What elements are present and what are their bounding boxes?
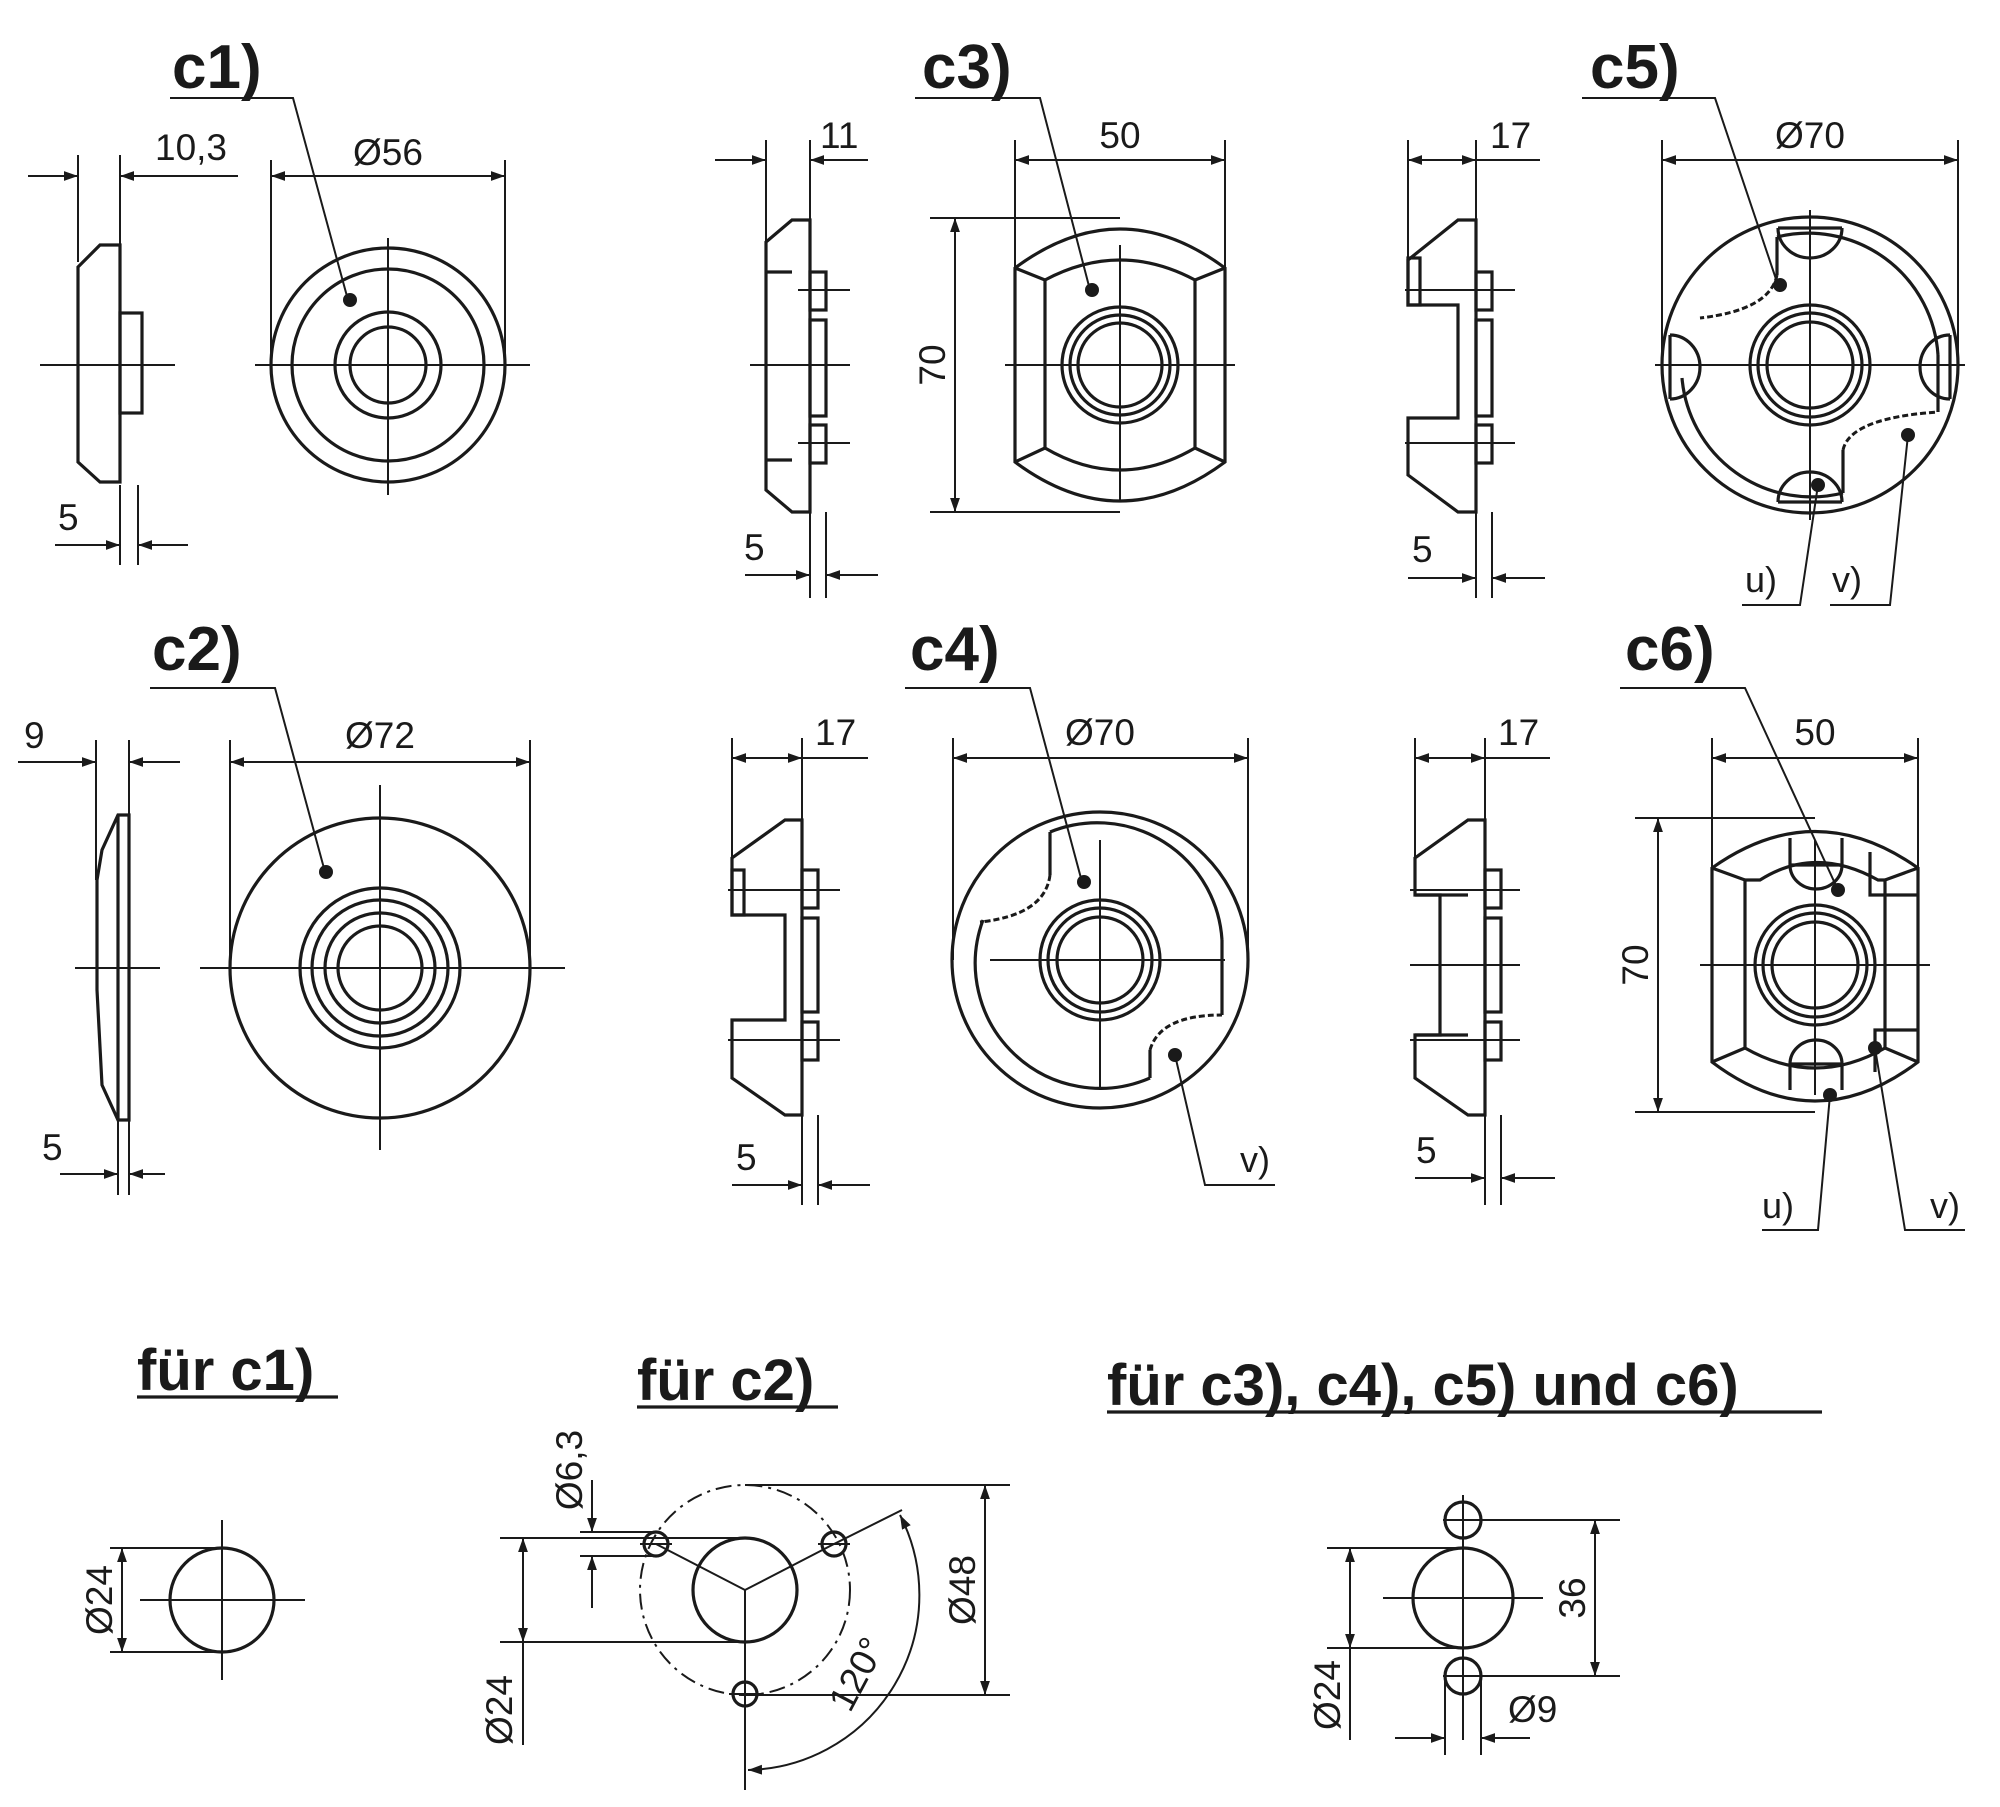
hole-pattern-c3456: für c3), c4), c5) und c6) Ø24 36 Ø9 <box>1107 1353 1822 1755</box>
part-c2: c2) 9 5 Ø72 <box>18 615 565 1195</box>
c3-width-dim: 50 <box>1099 115 1140 156</box>
part-c6-side-view: 17 5 <box>1410 712 1555 1205</box>
part-c3: c3) 11 5 50 <box>715 33 1235 598</box>
c6-callout-v: v) <box>1930 1185 1960 1226</box>
part-c5-front-view: Ø70 u) v) <box>1582 97 1965 606</box>
part-c5: c5) 17 5 <box>1405 33 1965 606</box>
part-c3-front-view: 50 70 <box>912 97 1235 513</box>
c6-width-dim: 50 <box>1794 712 1835 753</box>
c4-thickness-dim: 17 <box>815 712 856 753</box>
c4-callout-v: v) <box>1240 1139 1270 1180</box>
part-c1-label: c1) <box>172 33 262 102</box>
hole-pattern-c1: für c1) Ø24 <box>79 1338 338 1680</box>
hole-c3456-dia: Ø24 <box>1307 1660 1348 1730</box>
part-c4-front-view: Ø70 v) <box>905 687 1275 1186</box>
c1-bottom-dim: 5 <box>58 497 79 538</box>
c4-diameter-dim: Ø70 <box>1065 712 1135 753</box>
c3-height-dim: 70 <box>912 344 953 385</box>
hole-c3456-title: für c3), c4), c5) und c6) <box>1107 1353 1739 1418</box>
c4-bottom-dim: 5 <box>736 1137 757 1178</box>
hole-c3456-small-dia: Ø9 <box>1508 1689 1557 1730</box>
c6-callout-u: u) <box>1762 1185 1794 1226</box>
hole-c3456-spacing: 36 <box>1552 1577 1593 1618</box>
c6-thickness-dim: 17 <box>1498 712 1539 753</box>
c5-callout-v: v) <box>1832 559 1862 600</box>
part-c2-side-view: 9 5 <box>18 715 180 1195</box>
c6-bottom-dim: 5 <box>1416 1130 1437 1171</box>
part-c6-front-view: 50 70 u) v) <box>1615 687 1965 1231</box>
c3-thickness-dim: 11 <box>820 115 858 156</box>
part-c1: c1) 10,3 5 Ø56 <box>28 33 530 565</box>
hole-c2-pcd: Ø48 <box>942 1555 983 1625</box>
c1-diameter-dim: Ø56 <box>353 132 423 173</box>
c6-height-dim: 70 <box>1615 944 1656 985</box>
c3-bottom-dim: 5 <box>744 527 765 568</box>
c5-thickness-dim: 17 <box>1490 115 1531 156</box>
c5-diameter-dim: Ø70 <box>1775 115 1845 156</box>
part-c1-front-view: Ø56 <box>170 97 530 495</box>
hole-c2-dia: Ø24 <box>479 1675 520 1745</box>
c5-bottom-dim: 5 <box>1412 529 1433 570</box>
hole-c1-dia: Ø24 <box>79 1565 120 1635</box>
hole-c2-small-dia: Ø6,3 <box>549 1430 590 1510</box>
part-c4-side-view: 17 5 <box>728 712 870 1205</box>
c2-bottom-dim: 5 <box>42 1127 63 1168</box>
part-c5-side-view: 17 5 <box>1405 115 1545 598</box>
c1-thickness-dim: 10,3 <box>155 127 227 168</box>
part-c3-side-view: 11 5 <box>715 115 878 598</box>
c2-thickness-dim: 9 <box>24 715 45 756</box>
hole-c1-title: für c1) <box>137 1338 314 1403</box>
part-c2-front-view: Ø72 <box>150 687 565 1150</box>
c2-diameter-dim: Ø72 <box>345 715 415 756</box>
part-c6: c6) 17 5 <box>1410 615 1965 1231</box>
part-c2-label: c2) <box>152 615 242 684</box>
part-c3-label: c3) <box>922 33 1012 102</box>
part-c4-label: c4) <box>910 615 1000 684</box>
hole-pattern-c2: für c2) Ø24 Ø6,3 Ø48 120° <box>479 1348 1010 1790</box>
c5-callout-u: u) <box>1745 559 1777 600</box>
part-c5-label: c5) <box>1590 33 1680 102</box>
hole-c2-title: für c2) <box>637 1348 814 1413</box>
part-c1-side-view: 10,3 5 <box>28 127 238 565</box>
part-c4: c4) 17 5 Ø70 <box>728 615 1275 1205</box>
part-c6-label: c6) <box>1625 615 1715 684</box>
